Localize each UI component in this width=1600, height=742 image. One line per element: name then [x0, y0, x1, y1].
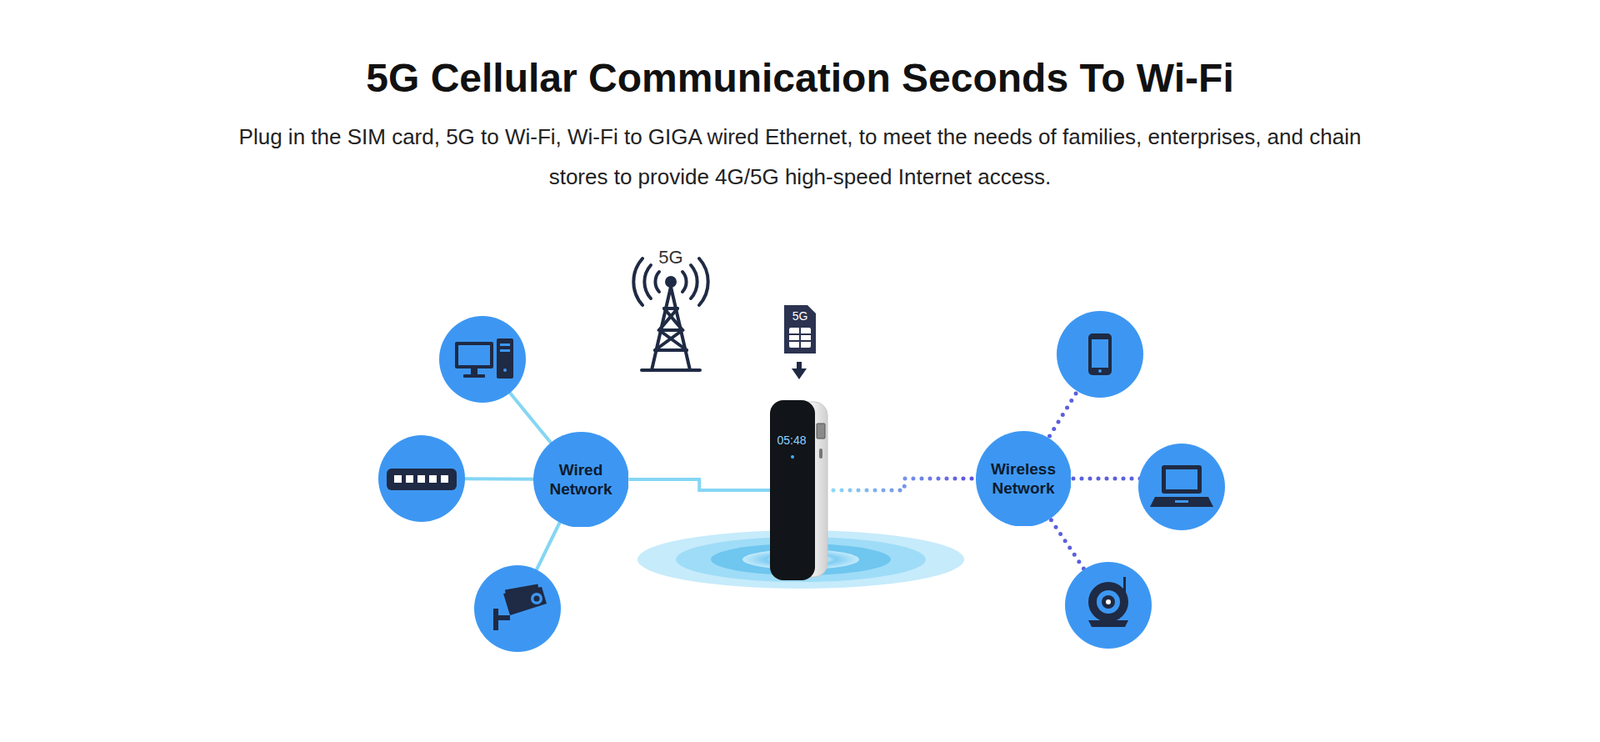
sim-icon [784, 305, 816, 380]
circle-outline [533, 431, 630, 528]
network-circle: Wired Network [533, 431, 630, 528]
sim-label: 5G [792, 309, 809, 323]
laptop-icon [1150, 465, 1214, 507]
node-label: Wireless Network [985, 459, 1062, 498]
webcam-icon [1088, 576, 1129, 627]
page-title: 5G Cellular Communication Seconds To Wi-… [0, 55, 1600, 101]
node-label: Wired Network [542, 460, 620, 499]
cctv-icon [493, 584, 547, 630]
router-device: 05:48 [770, 400, 829, 580]
screen-clock: 05:48 [770, 433, 814, 447]
tower-icon [633, 258, 708, 370]
wireless-connector [833, 478, 976, 490]
circle-outline [975, 430, 1072, 527]
network-circle: Wireless Network [975, 430, 1072, 527]
icon-circles [378, 310, 1225, 652]
switch-icon [386, 468, 457, 490]
device-outline [770, 400, 829, 580]
phone-icon [1088, 333, 1112, 375]
tower-label: 5G [658, 246, 683, 269]
caption-text: Plug in the SIM card, 5G to Wi-Fi, Wi-Fi… [225, 116, 1375, 197]
desktop-icon [455, 338, 514, 379]
wired-connector [628, 479, 770, 490]
